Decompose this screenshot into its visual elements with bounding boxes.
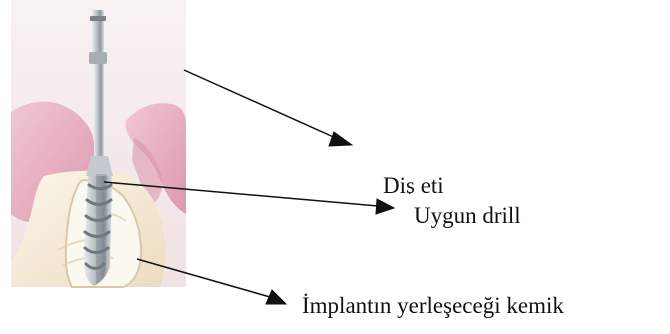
dental-illustration (11, 0, 186, 287)
drill-label: Uygun drill (414, 204, 521, 227)
drill-notch (90, 16, 106, 21)
drill-shadow (96, 174, 107, 284)
drill-shaft (94, 64, 104, 157)
gum-label: Diş eti (383, 174, 444, 194)
drill-collar (89, 52, 107, 64)
bone-label: İmplantın yerleşeceği kemik (302, 294, 564, 317)
arrow-gum (184, 70, 352, 146)
